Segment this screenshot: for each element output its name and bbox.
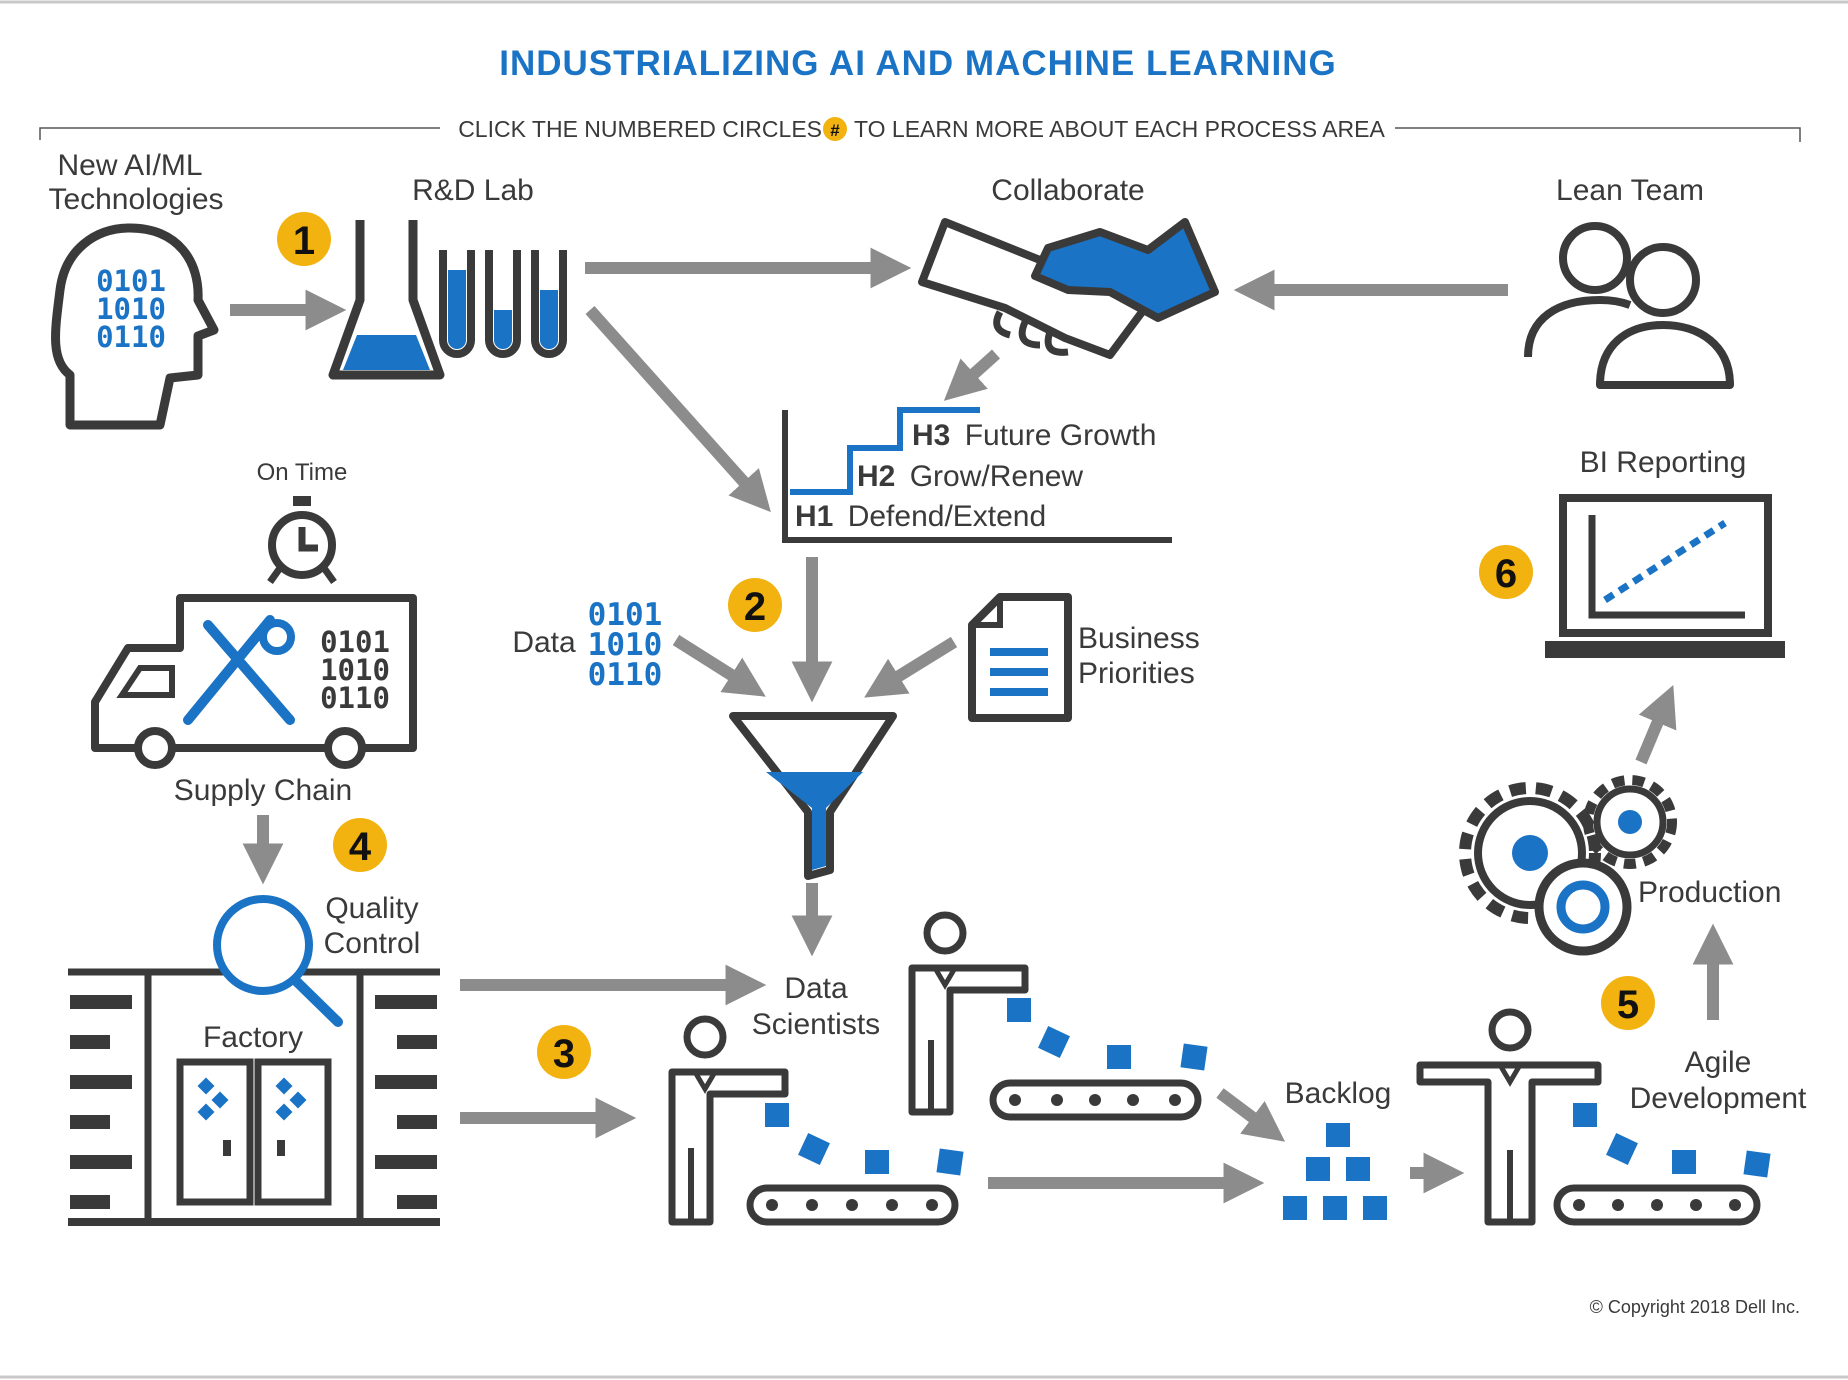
- horizon-h1-label: Defend/Extend: [848, 500, 1046, 533]
- magnifier-icon: [213, 895, 343, 1027]
- horizon-h3-label: Future Growth: [965, 419, 1157, 452]
- supply-chain-label: Supply Chain: [174, 774, 352, 807]
- arrow-belt-to-backlog-upper: [1216, 1088, 1286, 1142]
- numbered-circle-6-label: 6: [1495, 552, 1517, 596]
- page-title: INDUSTRIALIZING AI AND MACHINE LEARNING: [499, 44, 1337, 83]
- hash-symbol: #: [830, 121, 840, 140]
- arrow-priorities-to-funnel: [864, 636, 958, 698]
- arrow-collaborate-to-horizons: [943, 349, 1001, 401]
- copyright-text: © Copyright 2018 Dell Inc.: [1590, 1297, 1800, 1317]
- truck-icon: 0101 1010 0110: [91, 594, 417, 769]
- alarm-clock-icon: [267, 496, 337, 585]
- agile-label-line1: Agile: [1685, 1046, 1752, 1079]
- horizon-h2: H2 Grow/Renew: [857, 460, 1083, 493]
- horizon-h1-code: H1: [795, 500, 833, 533]
- quality-label-line2: Control: [324, 927, 421, 960]
- wrench-icon: [203, 620, 295, 725]
- numbered-circle-4-label: 4: [349, 825, 372, 869]
- arrow-data-to-funnel: [672, 634, 766, 697]
- production-label: Production: [1638, 876, 1781, 909]
- data-binary-row1: 0101: [588, 597, 663, 633]
- data-label: Data: [512, 626, 576, 659]
- test-tubes-icon: [439, 250, 567, 358]
- instruction-text-after: TO LEARN MORE ABOUT EACH PROCESS AREA: [854, 116, 1386, 142]
- collaborate-label: Collaborate: [991, 174, 1144, 207]
- numbered-circle-3-label: 3: [553, 1032, 575, 1076]
- conveyor-belt-agile: [1553, 1103, 1771, 1226]
- hash-circle-icon: [823, 117, 847, 141]
- factory-icon: [68, 968, 440, 1226]
- new-tech-label-line2: Technologies: [48, 183, 223, 216]
- scientist-figure-upper: [908, 911, 1029, 1116]
- lean-team-icon: [1524, 222, 1734, 389]
- factory-label: Factory: [203, 1021, 303, 1054]
- horizon-h1: H1 Defend/Extend: [795, 500, 1046, 533]
- numbered-circle-4[interactable]: 4: [333, 818, 387, 872]
- numbered-circle-5-label: 5: [1617, 983, 1639, 1027]
- gears-icon: [1459, 775, 1677, 956]
- head-binary-row3: 0110: [96, 320, 166, 354]
- flask-icon: [328, 220, 445, 380]
- arrow-production-to-bi: [1635, 684, 1677, 765]
- business-label-line1: Business: [1078, 622, 1200, 655]
- conveyor-belt-lower: [746, 1103, 964, 1226]
- horizon-h3-code: H3: [912, 419, 950, 452]
- numbered-circle-1[interactable]: 1: [277, 212, 331, 266]
- new-tech-label-line1: New AI/ML: [57, 149, 202, 182]
- agile-developer-figure: [1416, 1008, 1602, 1226]
- horizon-h2-code: H2: [857, 460, 895, 493]
- data-scientists-label-line1: Data: [784, 972, 848, 1005]
- funnel-icon: [729, 712, 897, 880]
- truck-binary-row1: 0101: [320, 625, 390, 659]
- arrow-lab-to-horizons: [585, 305, 771, 513]
- quality-label-line1: Quality: [325, 892, 418, 925]
- numbered-circle-6[interactable]: 6: [1479, 545, 1533, 599]
- head-icon: 0101 1010 0110: [51, 223, 219, 430]
- horizon-h3: H3 Future Growth: [912, 419, 1156, 452]
- conveyor-belt-upper: [989, 998, 1208, 1121]
- rd-lab-label: R&D Lab: [412, 174, 534, 207]
- data-scientists-label-line2: Scientists: [752, 1008, 880, 1041]
- backlog-label: Backlog: [1285, 1077, 1392, 1110]
- truck-binary-row3: 0110: [320, 681, 390, 715]
- scientist-figure-lower: [668, 1015, 789, 1226]
- backlog-blocks-icon: [1283, 1123, 1387, 1220]
- data-binary-row2: 1010: [588, 627, 663, 663]
- head-binary-row2: 1010: [96, 292, 166, 326]
- business-label-line2: Priorities: [1078, 657, 1195, 690]
- laptop-chart-icon: [1545, 494, 1785, 658]
- on-time-label: On Time: [257, 459, 348, 486]
- lean-team-label: Lean Team: [1556, 174, 1704, 207]
- instruction-text-before: CLICK THE NUMBERED CIRCLES: [458, 116, 822, 142]
- numbered-circle-2-label: 2: [744, 585, 766, 629]
- numbered-circle-2[interactable]: 2: [728, 578, 782, 632]
- data-binary-row3: 0110: [588, 657, 663, 693]
- data-binary-icon: 0101 1010 0110: [588, 597, 663, 693]
- truck-binary-row2: 1010: [320, 653, 390, 687]
- bi-reporting-label: BI Reporting: [1580, 446, 1747, 479]
- head-binary-row1: 0101: [96, 264, 166, 298]
- instruction-banner: CLICK THE NUMBERED CIRCLES # TO LEARN MO…: [39, 116, 1801, 142]
- numbered-circle-1-label: 1: [293, 219, 315, 263]
- flow-arrows: [230, 247, 1734, 1204]
- numbered-circle-5[interactable]: 5: [1601, 976, 1655, 1030]
- document-icon: [968, 593, 1072, 722]
- handshake-icon: [918, 218, 1219, 359]
- agile-label-line2: Development: [1630, 1082, 1807, 1115]
- screwdriver-icon: [183, 615, 275, 725]
- horizon-h2-label: Grow/Renew: [910, 460, 1084, 493]
- horizons-chart: H3 Future Growth H2 Grow/Renew H1 Defend…: [782, 407, 1172, 543]
- numbered-circle-3[interactable]: 3: [537, 1025, 591, 1079]
